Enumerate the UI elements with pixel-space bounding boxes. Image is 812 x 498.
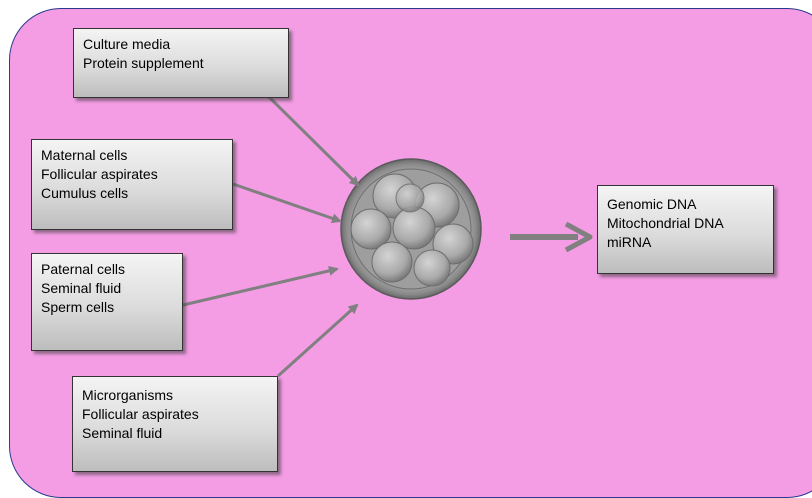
output-line: Genomic DNA — [607, 195, 765, 214]
arrow-maternal — [233, 184, 340, 221]
source-box-microorganisms: Microrganisms Follicular aspirates Semin… — [72, 376, 278, 472]
source-box-maternal: Maternal cells Follicular aspirates Cumu… — [31, 139, 233, 230]
arrow-micro — [278, 305, 357, 376]
source-line: Sperm cells — [41, 298, 174, 317]
output-box: Genomic DNA Mitochondrial DNA miRNA — [597, 185, 774, 274]
source-line: Maternal cells — [41, 146, 224, 165]
source-box-paternal: Paternal cells Seminal fluid Sperm cells — [31, 253, 183, 351]
source-line: Microrganisms — [82, 386, 269, 405]
source-line: Protein supplement — [83, 54, 280, 73]
source-line: Follicular aspirates — [82, 405, 269, 424]
source-line: Paternal cells — [41, 260, 174, 279]
arrow-paternal — [183, 269, 337, 305]
source-line: Culture media — [83, 35, 280, 54]
source-box-culture: Culture media Protein supplement — [73, 28, 289, 98]
source-line: Seminal fluid — [41, 279, 174, 298]
output-line: miRNA — [607, 233, 765, 252]
output-line: Mitochondrial DNA — [607, 214, 765, 233]
source-line: Cumulus cells — [41, 184, 224, 203]
source-line: Seminal fluid — [82, 424, 269, 443]
arrow-culture — [269, 97, 358, 185]
embryo-image — [341, 159, 481, 299]
source-line: Follicular aspirates — [41, 165, 224, 184]
